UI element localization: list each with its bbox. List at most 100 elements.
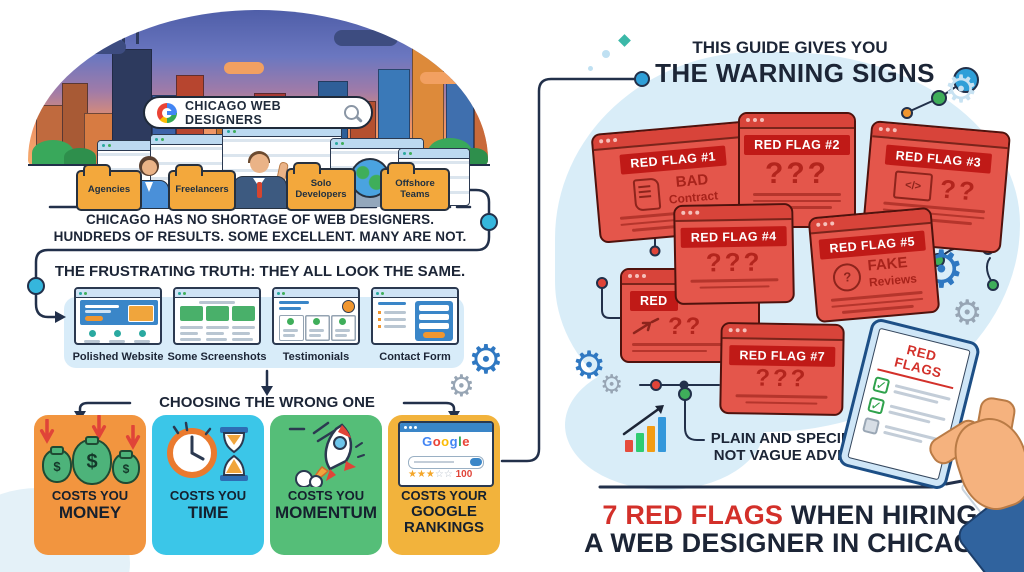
- intro-line-1: CHICAGO HAS NO SHORTAGE OF WEB DESIGNERS…: [85, 212, 435, 227]
- folder-freelancers: Freelancers: [168, 164, 236, 211]
- rocket-icon: [270, 415, 382, 489]
- advice-line-2: NOT VAGUE ADVICE.: [713, 447, 867, 464]
- checkbox-empty-icon: [861, 416, 881, 436]
- mockup-testimonials: [272, 287, 360, 345]
- google-search-bar: CHICAGO WEB DESIGNERS: [143, 96, 373, 129]
- cost-line-1: COSTS YOU: [169, 488, 247, 503]
- advice-text: PLAIN AND SPECIFIC, NOT VAGUE ADVICE.: [660, 430, 920, 464]
- flag-text-2: Reviews: [868, 271, 918, 290]
- money-bags-icon: $ $ $: [34, 415, 146, 489]
- headline-rest: WHEN HIRING: [783, 500, 978, 530]
- node-green: [678, 387, 692, 401]
- folder-solo-developers: Solo Developers: [286, 162, 356, 211]
- guide-title-line-2: THE WARNING SIGNS: [655, 58, 935, 88]
- question-marks-icon: ???: [705, 246, 763, 278]
- search-query-text: CHICAGO WEB DESIGNERS: [185, 98, 282, 127]
- node-red: [649, 245, 661, 257]
- face: [249, 154, 269, 173]
- headline-line-2: A WEB DESIGNER IN CHICAGO: [583, 528, 997, 558]
- red-flag-label: RED FLAG #4: [680, 226, 787, 248]
- cost-line-2: MOMENTUM: [275, 502, 377, 522]
- gear-icon: ⚙: [600, 370, 624, 400]
- flag-text-1: BAD: [675, 171, 709, 191]
- gear-icon: ⚙: [944, 67, 979, 111]
- red-flag-label: RED FLAG #1: [619, 145, 727, 175]
- code-window-icon: </>: [892, 170, 934, 202]
- intro-text: CHICAGO HAS NO SHORTAGE OF WEB DESIGNERS…: [40, 212, 480, 245]
- gear-icon: ⚙: [952, 293, 983, 333]
- gear-icon: ⚙: [448, 369, 475, 404]
- cost-card-momentum: COSTS YOU MOMENTUM: [270, 415, 382, 555]
- decor-dot: [588, 66, 593, 71]
- cloud: [72, 40, 126, 54]
- gear-icon: ⚙: [572, 343, 607, 387]
- red-flag-label: RED FLAG #3: [884, 144, 992, 174]
- red-flag-label: RED: [630, 291, 678, 311]
- cost-line-2: MONEY: [58, 502, 122, 522]
- red-flag-label: RED FLAG #2: [744, 135, 850, 155]
- node-cyan: [480, 213, 498, 231]
- google-serp-icon: Google ★★★☆☆ 100: [388, 415, 500, 489]
- lookalike-label: Testimonials: [282, 351, 350, 363]
- growth-chart-icon: [622, 405, 666, 452]
- cost-line-1: COSTS YOU: [287, 488, 365, 503]
- google-g-icon: [157, 102, 177, 123]
- folder-offshore-teams: Offshore Teams: [380, 162, 450, 211]
- decor-dot: [602, 50, 610, 58]
- decor-ring: [927, 44, 947, 64]
- gear-icon: ⚙: [468, 337, 504, 383]
- man-illustration: [230, 150, 289, 209]
- cost-line-1: COSTS YOU: [51, 488, 129, 503]
- bush: [64, 148, 96, 166]
- red-flag-card-5: RED FLAG #5 ? FAKE Reviews: [807, 206, 941, 324]
- folder-label: Solo Developers: [295, 178, 347, 200]
- node-red: [596, 277, 608, 289]
- choosing-heading: CHOOSING THE WRONG ONE: [159, 394, 375, 411]
- node-green: [987, 279, 999, 291]
- cost-line-2: TIME: [187, 502, 229, 522]
- contract-scroll-icon: [632, 176, 662, 212]
- cost-card-time: COSTS YOU TIME: [152, 415, 264, 555]
- cloud: [224, 62, 264, 74]
- cost-card-money: $ $ $ COSTS YOU MONEY: [34, 415, 146, 555]
- dart-arrow-icon: [632, 317, 660, 335]
- trend-dot-green: [931, 90, 947, 106]
- chat-question-icon: ?: [832, 261, 863, 293]
- cost-line-1: COSTS YOUR: [401, 488, 487, 503]
- mockup-some-screenshots: [173, 287, 261, 345]
- clock-hourglass-icon: [152, 415, 264, 489]
- intro-line-2: HUNDREDS OF RESULTS. SOME EXCELLENT. MAN…: [53, 228, 467, 244]
- checkbox-checked-icon: ✓: [872, 376, 891, 395]
- magnifier-icon: [344, 105, 359, 120]
- folder-label: Freelancers: [175, 184, 229, 196]
- question-marks-icon: ???: [765, 157, 829, 190]
- red-flag-card-4: RED FLAG #4 ???: [673, 202, 795, 306]
- cost-line-2: GOOGLE: [411, 502, 477, 520]
- mockup-polished-website: [74, 287, 162, 345]
- trend-dot-orange: [901, 107, 913, 119]
- node-red: [650, 379, 662, 391]
- guide-title-line-1: THIS GUIDE GIVES YOU: [692, 38, 888, 57]
- lookalike-label: Polished Website: [72, 351, 164, 363]
- flag-text-1: FAKE: [866, 254, 909, 275]
- headline-line-1: 7 RED FLAGS WHEN HIRING: [560, 500, 1020, 531]
- mockup-contact-form: [371, 287, 459, 345]
- cloud: [334, 30, 398, 46]
- question-marks-icon: ??: [668, 313, 704, 340]
- google-wordmark: Google: [422, 434, 470, 449]
- node-cyan: [27, 277, 45, 295]
- cost-line-3: RANKINGS: [403, 519, 484, 537]
- question-marks-icon: ??: [938, 173, 979, 207]
- question-marks-icon: ???: [755, 364, 809, 393]
- red-flag-card-2: RED FLAG #2 ???: [738, 112, 856, 228]
- lookalike-label: Contact Form: [379, 351, 451, 363]
- advice-line-1: PLAIN AND SPECIFIC,: [710, 430, 870, 447]
- tie: [256, 182, 262, 198]
- truth-heading: THE FRUSTRATING TRUTH: THEY ALL LOOK THE…: [54, 263, 466, 280]
- red-flag-label: RED FLAG #7: [729, 345, 836, 367]
- shirt: [145, 182, 153, 192]
- avatar: [342, 300, 355, 313]
- serp-search-input: [408, 456, 484, 469]
- checkbox-checked-icon: ✓: [867, 396, 886, 415]
